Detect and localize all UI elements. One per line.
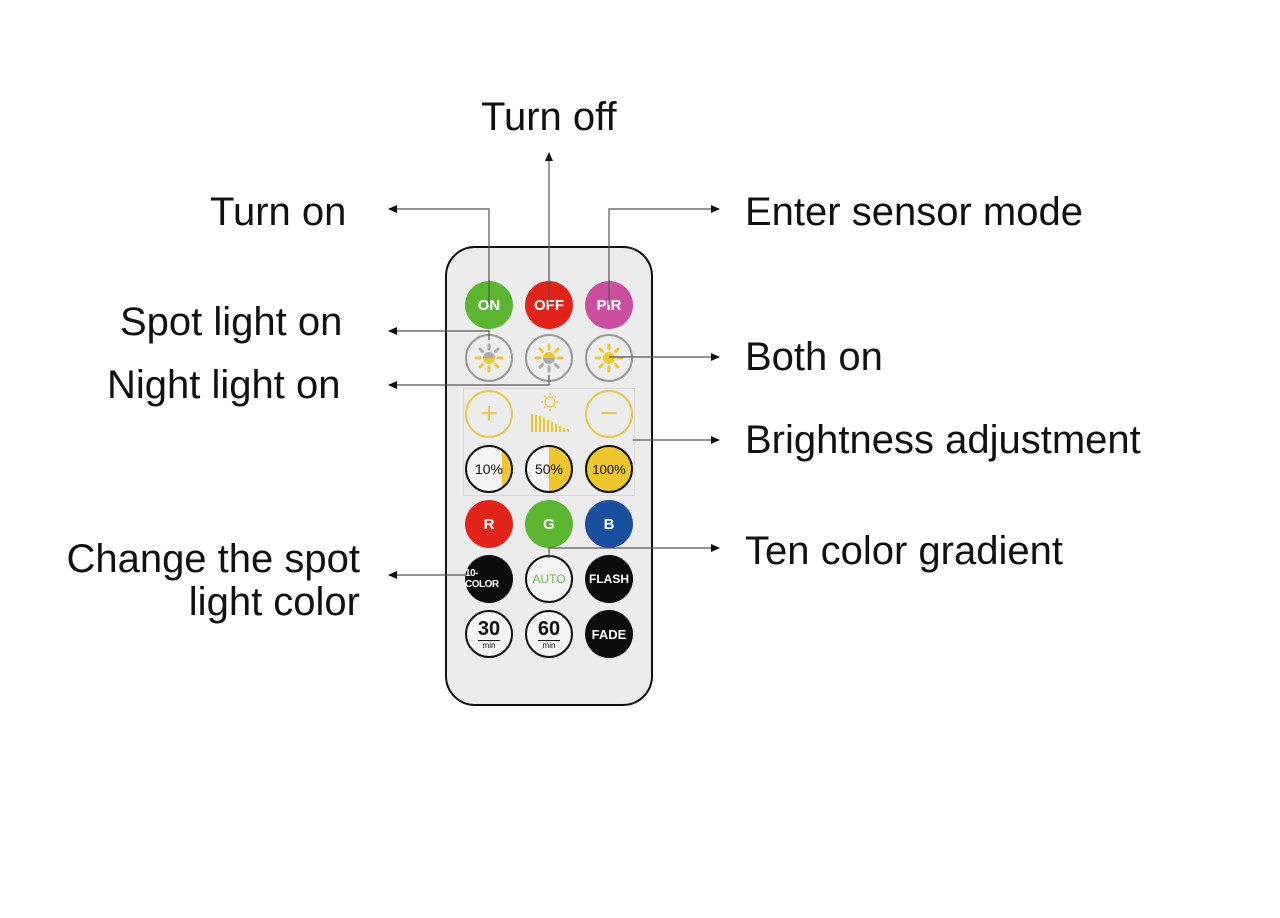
ten-color-button[interactable]: 10- COLOR bbox=[465, 555, 513, 603]
night-light-sun-icon bbox=[534, 343, 564, 373]
brightness-down-button[interactable]: − bbox=[585, 390, 633, 438]
green-button[interactable]: G bbox=[525, 500, 573, 548]
brightness-level-icon bbox=[526, 392, 574, 436]
both-on-sun-icon bbox=[594, 343, 624, 373]
label-spot-light-on: Spot light on bbox=[120, 300, 343, 344]
timer-30-unit: min bbox=[482, 640, 496, 650]
spot-light-sun-icon bbox=[474, 343, 504, 373]
brightness-50-label: 50% bbox=[534, 461, 564, 477]
label-night-light-on: Night light on bbox=[107, 363, 341, 407]
flash-button[interactable]: FLASH bbox=[585, 555, 633, 603]
callout-sensor-mode bbox=[608, 205, 720, 305]
brightness-10-label: 10% bbox=[474, 461, 504, 477]
callout-night-light bbox=[388, 375, 550, 389]
both-on-button[interactable] bbox=[585, 334, 633, 382]
brightness-100-button[interactable]: 100% bbox=[585, 445, 633, 493]
callout-ten-color bbox=[548, 544, 720, 558]
timer-60-number: 60 bbox=[537, 617, 561, 641]
brightness-100-label: 100% bbox=[592, 461, 626, 477]
timer-60-button[interactable]: 60 min bbox=[525, 610, 573, 658]
brightness-50-button[interactable]: 50% bbox=[525, 445, 573, 493]
brightness-10-button[interactable]: 10% bbox=[465, 445, 513, 493]
blue-button[interactable]: B bbox=[585, 500, 633, 548]
callout-turn-on bbox=[388, 205, 490, 305]
label-change-spot-color-line1: Change the spot bbox=[66, 537, 360, 581]
label-turn-on: Turn on bbox=[210, 190, 347, 234]
label-brightness-adjustment: Brightness adjustment bbox=[745, 418, 1141, 462]
callout-spot-light bbox=[388, 327, 490, 340]
red-button[interactable]: R bbox=[465, 500, 513, 548]
fade-button[interactable]: FADE bbox=[585, 610, 633, 658]
label-change-spot-color-line2: light color bbox=[188, 580, 360, 624]
label-turn-off: Turn off bbox=[481, 95, 617, 139]
brightness-panel bbox=[463, 388, 635, 496]
brightness-up-button[interactable]: + bbox=[465, 390, 513, 438]
label-enter-sensor-mode: Enter sensor mode bbox=[745, 190, 1083, 234]
timer-30-number: 30 bbox=[477, 617, 501, 641]
spot-light-button[interactable] bbox=[465, 334, 513, 382]
label-both-on: Both on bbox=[745, 335, 883, 379]
timer-60-unit: min bbox=[542, 640, 556, 650]
label-ten-color-gradient: Ten color gradient bbox=[745, 529, 1063, 573]
timer-30-button[interactable]: 30 min bbox=[465, 610, 513, 658]
